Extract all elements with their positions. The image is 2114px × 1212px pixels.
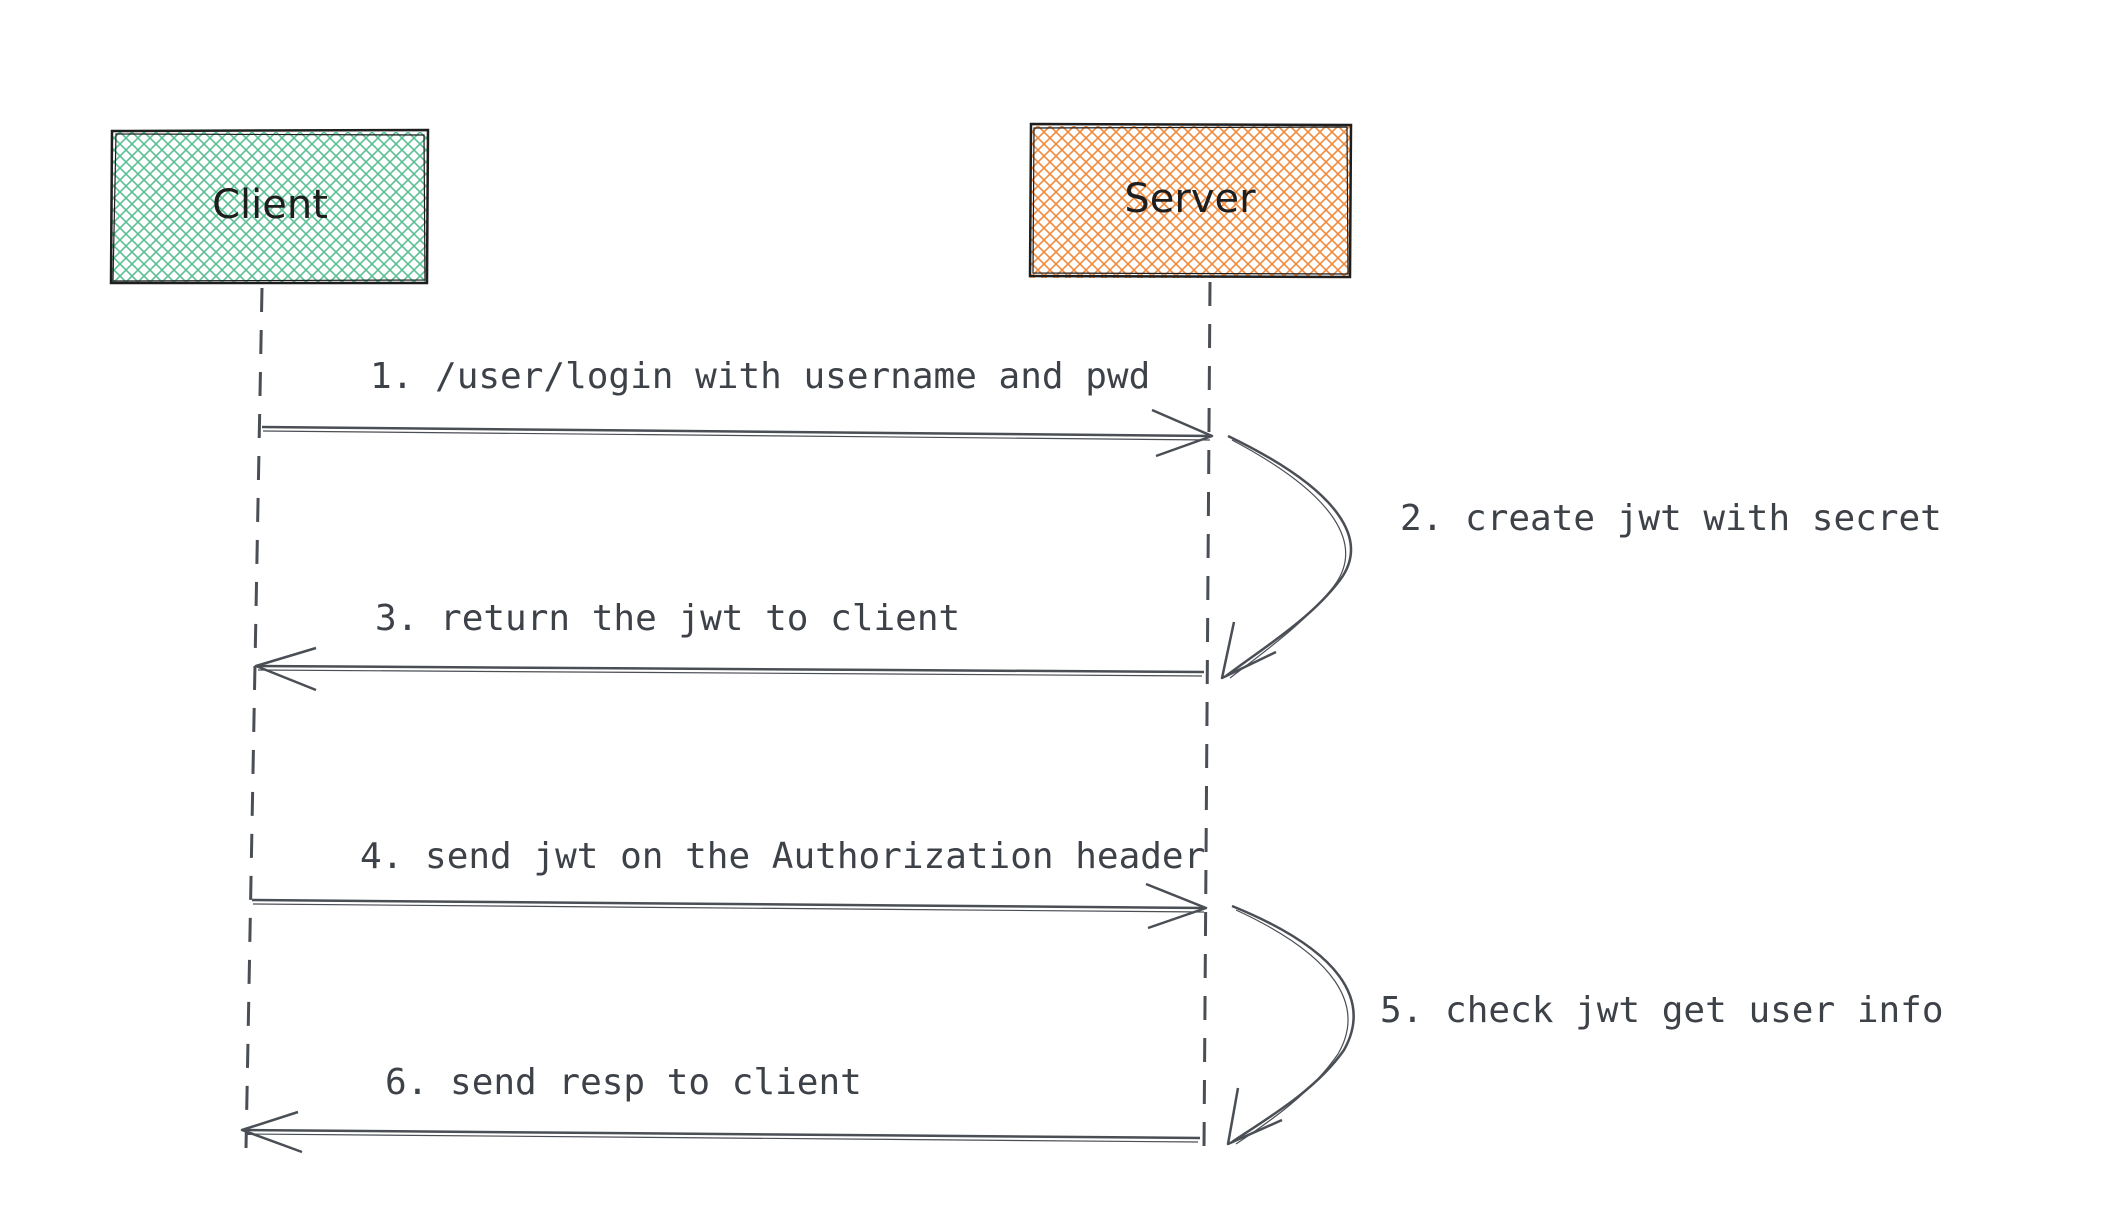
client-box-border — [109, 128, 430, 285]
client-lifeline — [244, 287, 264, 1149]
step-4-label: 4. send jwt on the Authorization header — [360, 836, 1205, 877]
server-box-fill — [1030, 126, 1350, 278]
step-2-arrow — [1220, 434, 1353, 680]
server-box-border-sketch — [1032, 126, 1349, 275]
step-5-arrow — [1226, 904, 1355, 1146]
server-label: Server — [1124, 176, 1256, 222]
step-1-label: 1. /user/login with username and pwd — [370, 356, 1150, 397]
client-box-border-sketch — [112, 133, 426, 282]
client-label: Client — [212, 182, 328, 228]
step-2-label: 2. create jwt with secret — [1400, 498, 1942, 539]
step-5-label: 5. check jwt get user info — [1380, 990, 1944, 1031]
step-4-arrow — [251, 882, 1208, 930]
server-box-border — [1028, 122, 1353, 279]
step-6-label: 6. send resp to client — [385, 1062, 862, 1103]
client-actor: Client — [109, 128, 430, 285]
server-lifeline — [1202, 281, 1212, 1149]
server-actor: Server — [1028, 122, 1353, 279]
step-3-label: 3. return the jwt to client — [375, 598, 960, 639]
step-6-arrow — [240, 1110, 1201, 1154]
client-box-fill — [112, 132, 427, 282]
step-1-arrow — [261, 408, 1214, 458]
step-3-arrow — [254, 646, 1205, 692]
